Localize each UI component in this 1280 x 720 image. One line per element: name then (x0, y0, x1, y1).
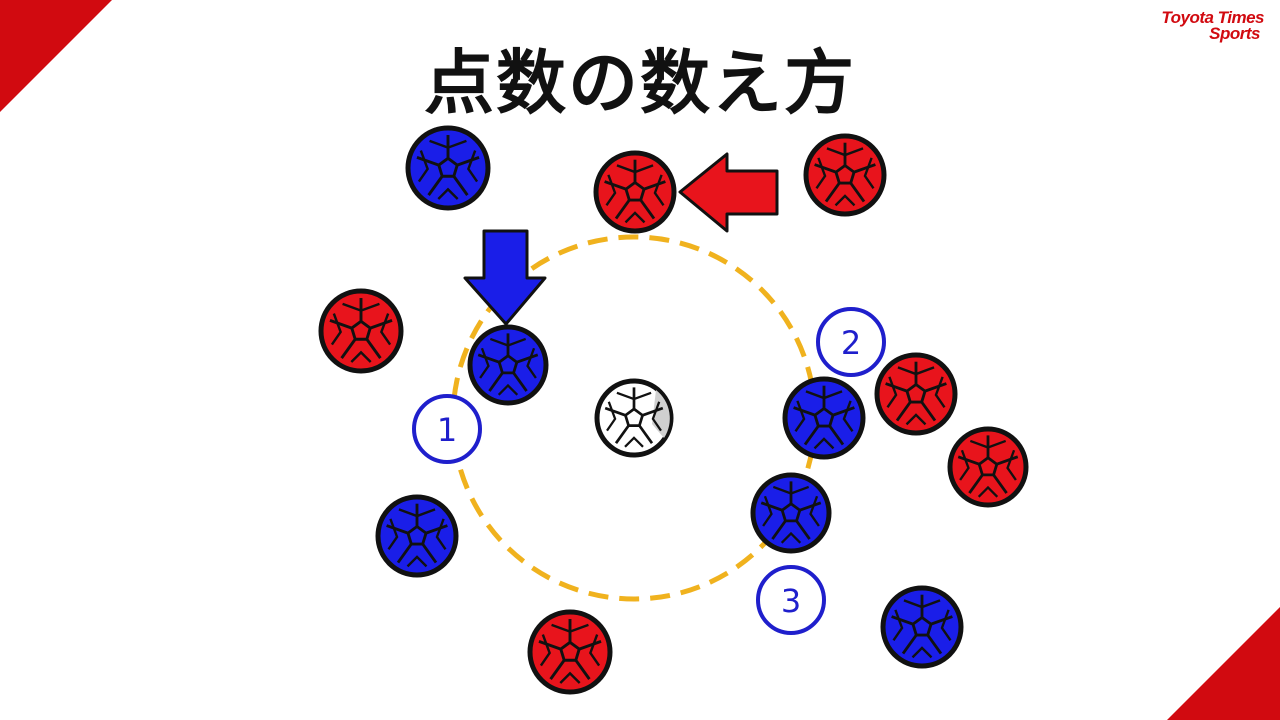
jack-ball-icon (594, 378, 674, 458)
blue-ball-icon (750, 472, 832, 554)
left-arrow-icon (678, 152, 779, 233)
count-label-2: 2 (816, 307, 886, 377)
count-label-1: 1 (412, 394, 482, 464)
page-title: 点数の数え方 (424, 42, 856, 124)
blue-ball-icon (467, 324, 549, 406)
blue-ball-icon (782, 376, 866, 460)
count-label-3: 3 (756, 565, 826, 635)
corner-decoration-bottom-right (1167, 607, 1280, 720)
down-arrow-icon (463, 229, 547, 326)
corner-decoration-top-left (0, 0, 112, 112)
red-ball-icon (947, 426, 1029, 508)
count-label-3-text: 3 (781, 582, 801, 620)
red-ball-icon (593, 150, 677, 234)
red-ball-icon (318, 288, 404, 374)
brand-line-1: Toyota Times (1161, 8, 1264, 27)
blue-ball-icon (375, 494, 459, 578)
blue-ball-icon (880, 585, 964, 669)
blue-ball-icon (405, 125, 491, 211)
count-label-1-text: 1 (437, 411, 457, 449)
red-ball-icon (874, 352, 958, 436)
red-ball-icon (527, 609, 613, 695)
brand-logo: Toyota Times Sports (1114, 8, 1264, 43)
brand-line-2: Sports (1209, 24, 1260, 43)
count-label-2-text: 2 (841, 324, 861, 362)
red-ball-icon (803, 133, 887, 217)
